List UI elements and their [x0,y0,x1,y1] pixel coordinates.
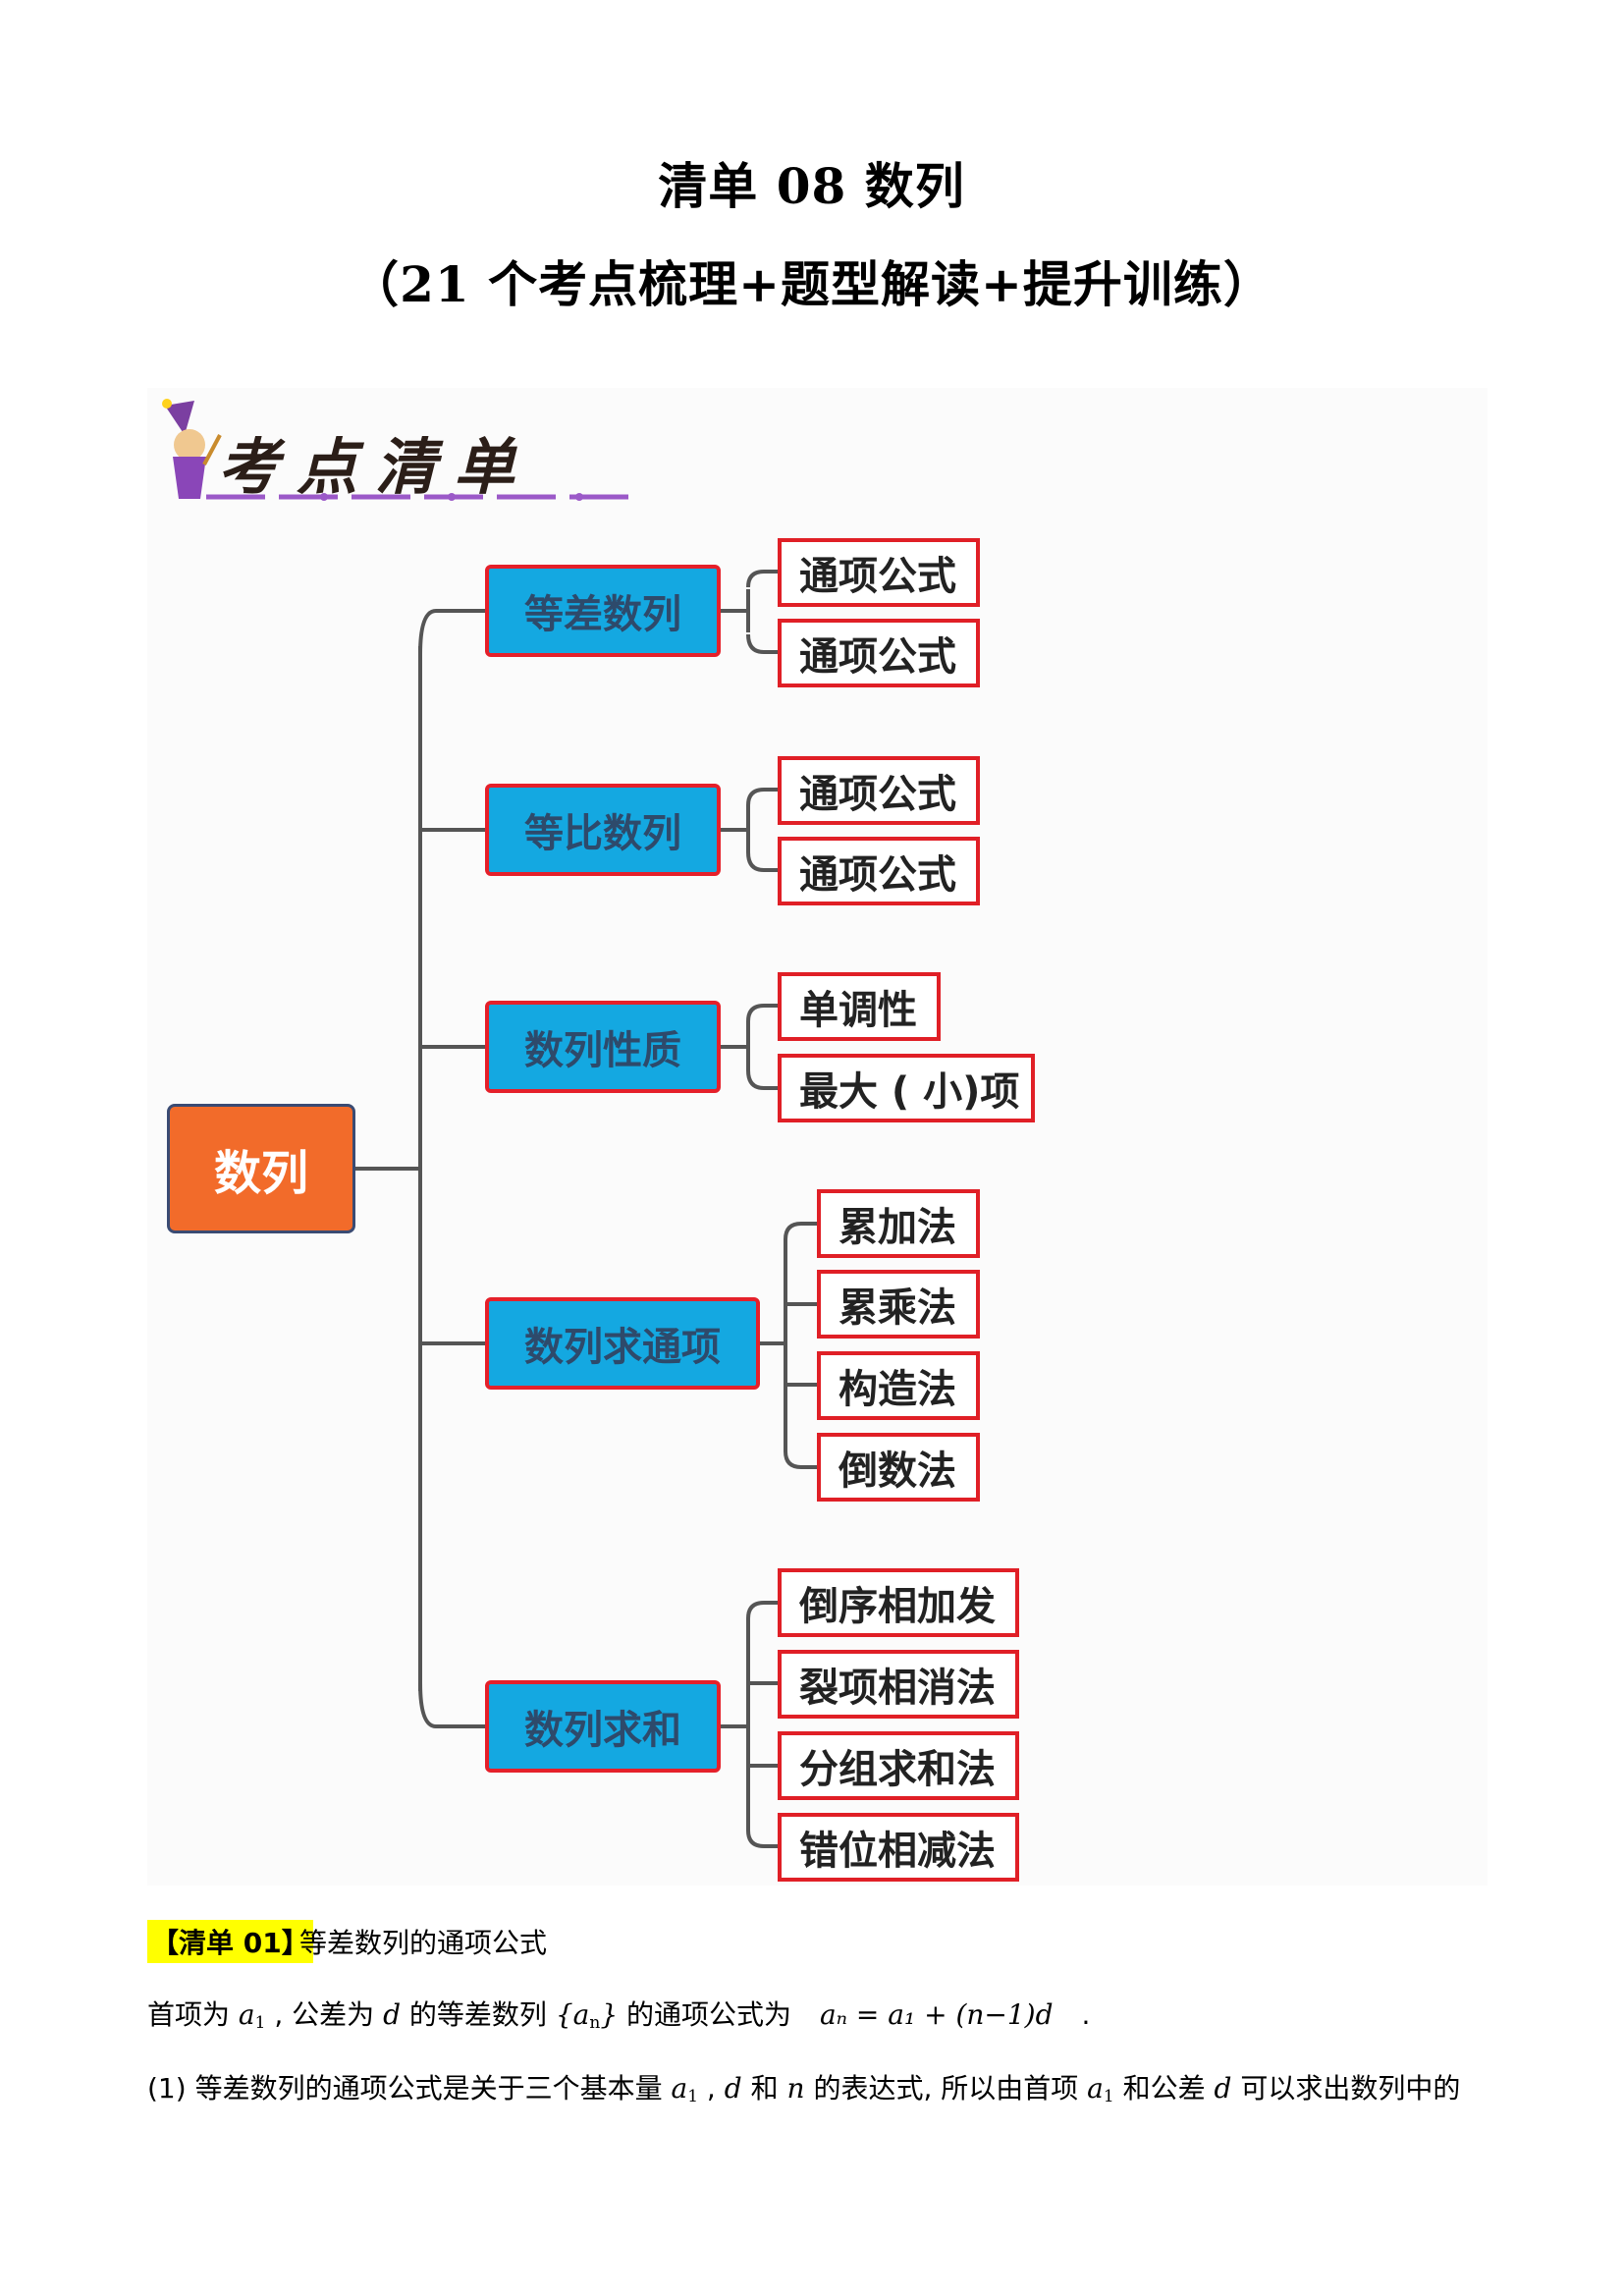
leaf-general-formula: 通项公式 [778,837,980,905]
symbol-d: d [383,1998,402,2031]
symbol-d: d [724,2072,742,2105]
symbol-a1: a1 [238,1998,266,2033]
formula-general-term: aₙ = a₁ + (n−1)d [819,1998,1054,2031]
banner-underline [206,493,628,501]
leaf-general-formula: 通项公式 [778,538,980,607]
page-subtitle: （21 个考点梳理+题型解读+提升训练） [350,255,1273,313]
leaf-cumulative-addition: 累加法 [817,1189,980,1258]
symbol-a1: a1 [671,2072,699,2106]
text: . [1081,1998,1091,2031]
leaf-max-min-term: 最大 ( 小)项 [778,1054,1035,1122]
branch-general-term: 数列求通项 [485,1297,760,1390]
section-tag: 【清单 01】 [147,1920,313,1963]
text: , [706,2072,716,2105]
symbol-d: d [1214,2072,1232,2105]
text: 可以求出数列中的 [1240,2072,1461,2105]
branch-arithmetic-sequence: 等差数列 [485,565,721,657]
text: (1) 等差数列的通项公式是关于三个基本量 [147,2072,663,2105]
leaf-general-formula: 通项公式 [778,756,980,825]
leaf-general-formula: 通项公式 [778,619,980,687]
banner-title: 考点清单 [218,431,533,503]
branch-sequence-properties: 数列性质 [485,1001,721,1093]
leaf-construction-method: 构造法 [817,1351,980,1420]
leaf-telescoping: 裂项相消法 [778,1650,1019,1719]
leaf-cumulative-multiplication: 累乘法 [817,1270,980,1339]
wizard-icon [162,399,222,499]
symbol-a1: a1 [1087,2072,1114,2106]
leaf-dislocation-subtraction: 错位相减法 [778,1813,1019,1882]
section-banner: 考点清单 [147,388,1488,525]
branch-summation: 数列求和 [485,1680,721,1773]
text: 的等差数列 [408,1998,547,2031]
symbol-n: n [786,2072,805,2105]
text: 和公差 [1122,2072,1206,2105]
section-title: 等差数列的通项公式 [299,1927,548,1959]
body-paragraph-1: 首项为 a1 , 公差为 d 的等差数列 {an} 的通项公式为 aₙ = a₁… [147,1994,1090,2033]
text: 的通项公式为 [626,1998,792,2031]
text: , 公差为 [274,1998,375,2031]
text: 和 [750,2072,779,2105]
page-title: 清单 08 数列 [658,157,965,215]
leaf-monotonicity: 单调性 [778,972,941,1041]
leaf-reverse-order-add: 倒序相加发 [778,1568,1019,1637]
text: 的表达式, 所以由首项 [813,2072,1079,2105]
branch-geometric-sequence: 等比数列 [485,784,721,876]
leaf-reciprocal-method: 倒数法 [817,1433,980,1502]
symbol-an-set: {an} [555,1998,619,2033]
text: 首项为 [147,1998,231,2031]
body-paragraph-2: (1) 等差数列的通项公式是关于三个基本量 a1 , d 和 n 的表达式, 所… [147,2067,1460,2106]
mindmap-root: 数列 [167,1104,355,1233]
leaf-group-summation: 分组求和法 [778,1731,1019,1800]
